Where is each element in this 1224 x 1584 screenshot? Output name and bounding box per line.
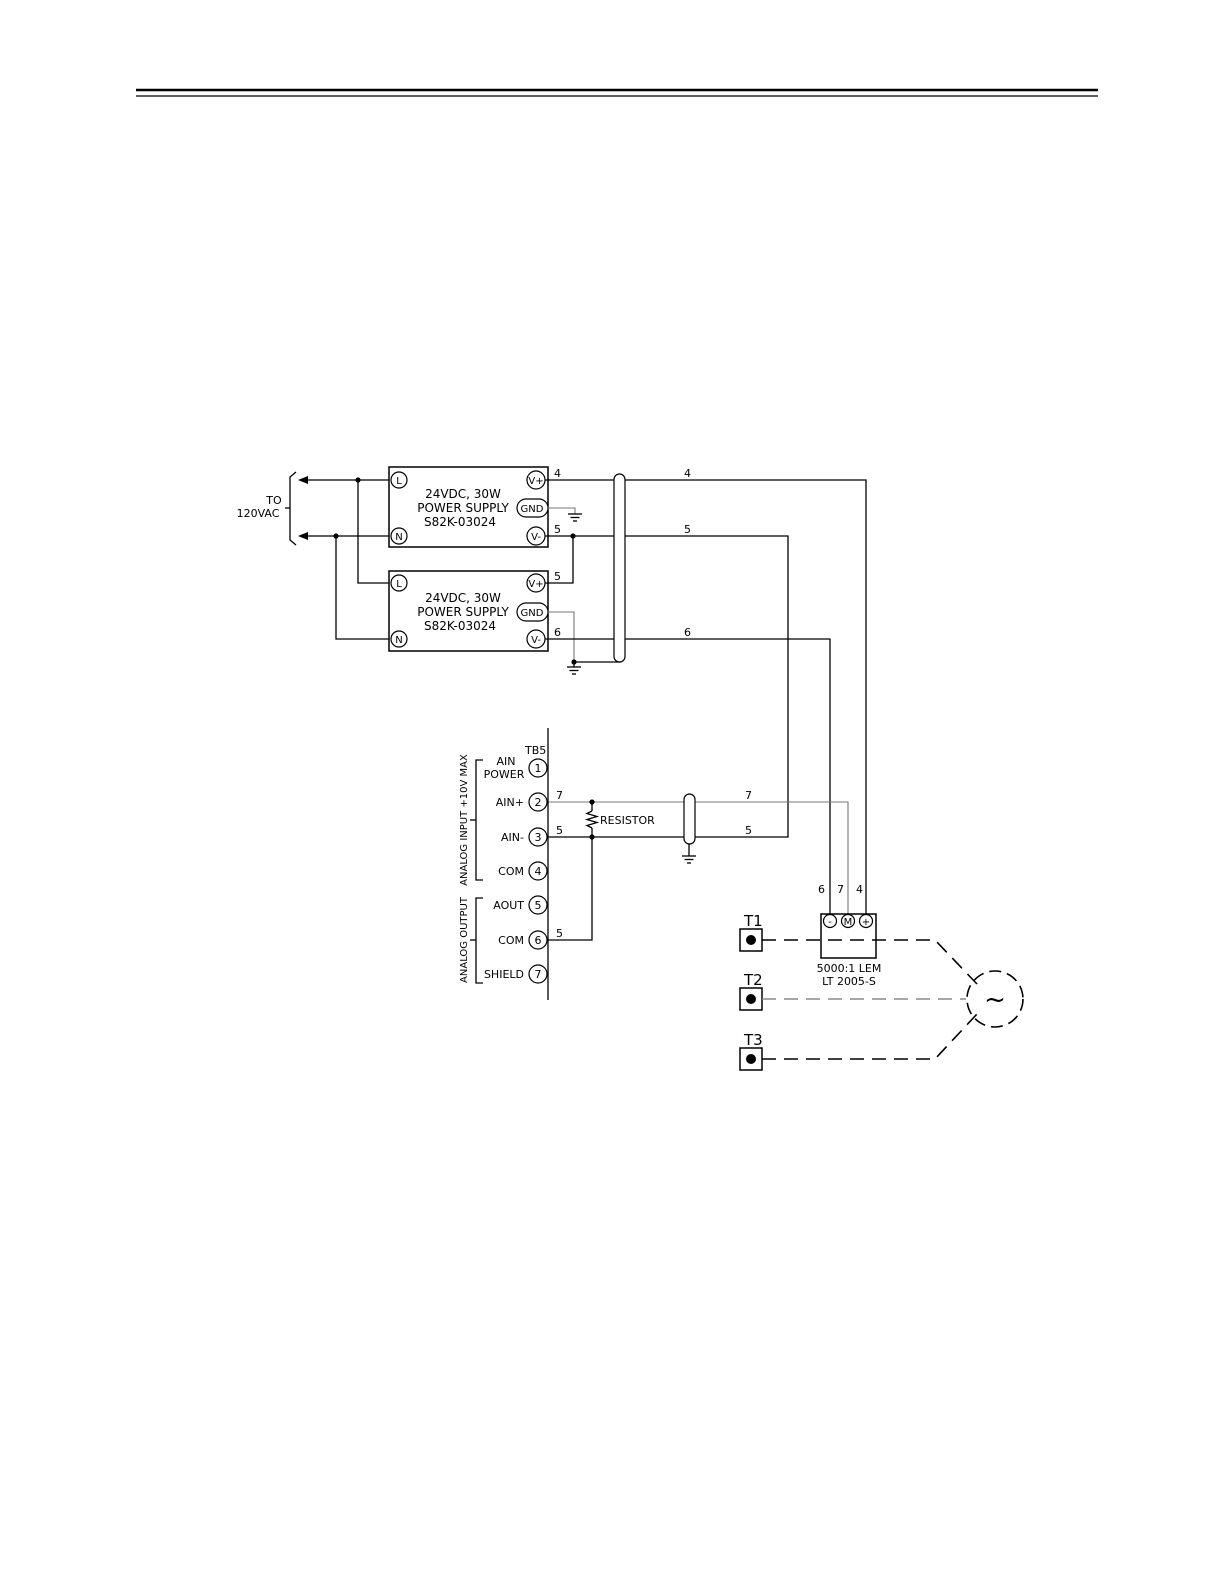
wire-num: 6 [818, 883, 825, 896]
ps2-model: S82K-03024 [424, 619, 496, 633]
wire-num: 5 [556, 927, 563, 940]
motor-terminal-t3: T3 [743, 1031, 763, 1049]
ac-wiring [308, 477, 389, 639]
tb5-terminal-label: AIN- [501, 831, 524, 844]
ps2-title: POWER SUPPLY [417, 605, 509, 619]
lem-terminal-plus: + [862, 917, 870, 928]
motor-terminal-t1: T1 [743, 912, 763, 930]
ps1-title: POWER SUPPLY [417, 501, 509, 515]
tb5-terminal-label: AIN+ [496, 796, 524, 809]
tb5-terminal-label: COM [498, 865, 524, 878]
wire-num: 5 [745, 824, 752, 837]
lem-model: LT 2005-S [822, 975, 876, 988]
wire-num: 4 [684, 467, 691, 480]
wire-numbers: 4 5 5 6 4 5 6 7 5 7 5 5 6 7 4 [554, 467, 863, 940]
header-rule [136, 90, 1098, 96]
analog-output-label: ANALOG OUTPUT [459, 896, 470, 983]
tb5-terminal-num: 6 [535, 934, 542, 947]
wire-num: 5 [554, 523, 561, 536]
lem-terminal-minus: - [828, 917, 832, 928]
analog-input-label: ANALOG INPUT +10V MAX [459, 754, 470, 886]
tb5-terminal-label: AOUT [493, 899, 524, 912]
tb5-terminal-num: 7 [535, 968, 542, 981]
ps2-rating: 24VDC, 30W [425, 591, 501, 605]
ac-source: TO 120VAC [237, 472, 308, 545]
ps2-terminal-vplus: V+ [528, 579, 543, 590]
tb5-terminal-label: AIN [497, 755, 516, 768]
tb5-terminal-label: POWER [484, 768, 525, 781]
wire-num: 6 [684, 626, 691, 639]
motor-terminals: T1 T2 T3 ~ [740, 912, 1023, 1070]
ps1-model: S82K-03024 [424, 515, 496, 529]
ps2-terminal-n: N [395, 635, 402, 646]
wire-num: 7 [556, 789, 563, 802]
source-label-to: TO [265, 494, 282, 507]
ps1-terminal-vplus: V+ [528, 476, 543, 487]
power-supply-1: L N V+ GND V- 24VDC, 30W POWER SUPPLY S8… [389, 467, 548, 547]
wire-num: 4 [856, 883, 863, 896]
wire-num: 4 [554, 467, 561, 480]
tb5-terminal-num: 3 [535, 831, 542, 844]
tb5-label: TB5 [524, 744, 546, 757]
wire-num: 5 [556, 824, 563, 837]
ps1-terminal-n: N [395, 532, 402, 543]
ps1-gnd-earth [548, 508, 582, 521]
wire-num: 5 [684, 523, 691, 536]
tb5-terminal-label: SHIELD [484, 968, 524, 981]
wire-num: 7 [837, 883, 844, 896]
lem-ratio: 5000:1 LEM [817, 962, 882, 975]
terminal-block-tb5: TB5 1 AIN POWER 2 AIN+ 3 AIN- 4 COM 5 AO… [459, 728, 548, 1000]
ps1-rating: 24VDC, 30W [425, 487, 501, 501]
ps1-terminal-gnd: GND [521, 504, 544, 515]
arrow-left-icon [298, 532, 308, 540]
arrow-left-icon [298, 476, 308, 484]
motor-terminal-t2: T2 [743, 971, 763, 989]
resistor-label: RESISTOR [600, 814, 655, 827]
wire-num: 5 [554, 570, 561, 583]
ps2-terminal-l: L [396, 579, 402, 590]
tb5-terminal-label: COM [498, 934, 524, 947]
ps2-terminal-vminus: V- [531, 635, 541, 646]
tb5-terminal-num: 2 [535, 796, 542, 809]
lem-transducer: - M + 5000:1 LEM LT 2005-S [817, 914, 882, 988]
tb5-terminal-num: 4 [535, 865, 542, 878]
ps2-gnd-earth [548, 612, 620, 674]
ps1-terminal-vminus: V- [531, 532, 541, 543]
ac-motor-icon: ~ [984, 985, 1006, 1015]
lem-terminal-m: M [844, 917, 853, 928]
power-supply-2: L N V+ GND V- 24VDC, 30W POWER SUPPLY S8… [389, 571, 548, 651]
tb5-terminal-num: 1 [535, 762, 542, 775]
source-label-voltage: 120VAC [237, 507, 280, 520]
dc-wiring [545, 480, 866, 940]
ps2-terminal-gnd: GND [521, 608, 544, 619]
tb5-terminal-num: 5 [535, 899, 542, 912]
wire-num: 7 [745, 789, 752, 802]
ps1-terminal-l: L [396, 476, 402, 487]
wire-num: 6 [554, 626, 561, 639]
